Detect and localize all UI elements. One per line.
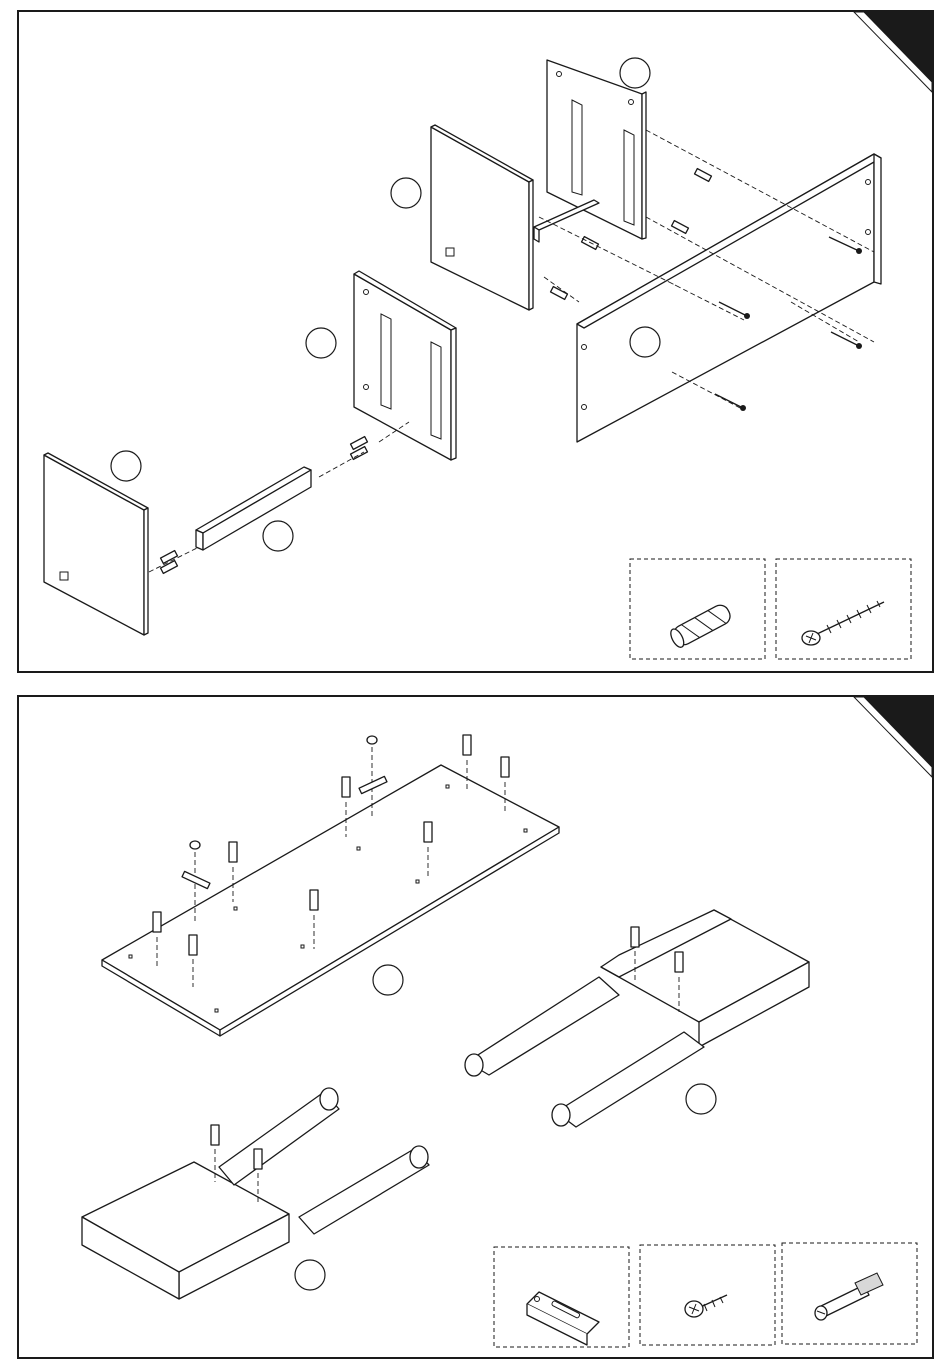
hardware-box-bracket [494, 1247, 629, 1347]
callout-5 [111, 451, 141, 481]
callout-3 [306, 328, 336, 358]
side-panel-middle [431, 125, 533, 310]
callout-2 [391, 178, 421, 208]
leg-frame-right [465, 910, 809, 1127]
panel-2-drawing [19, 697, 932, 1357]
hardware-box-short-screw [640, 1245, 775, 1345]
table-top [102, 765, 559, 1036]
callout-8 [686, 1084, 716, 1114]
hardware-box-screw [776, 559, 911, 659]
callout-1 [620, 58, 650, 88]
stretcher-middle [534, 200, 599, 242]
assembly-panel-2 [17, 695, 934, 1359]
assembly-panel-1 [17, 10, 934, 673]
callout-6 [263, 521, 293, 551]
stretcher-front [196, 467, 311, 550]
hardware-box-dowel [630, 559, 765, 659]
panel-1-drawing [19, 12, 932, 671]
hardware-box-cam-bolt [782, 1243, 917, 1344]
leg-frame-left [82, 1088, 429, 1299]
callout-9 [295, 1260, 325, 1290]
callout-7 [373, 965, 403, 995]
side-panel-left [44, 453, 148, 635]
callout-4 [630, 327, 660, 357]
side-panel-with-slides [354, 271, 456, 460]
